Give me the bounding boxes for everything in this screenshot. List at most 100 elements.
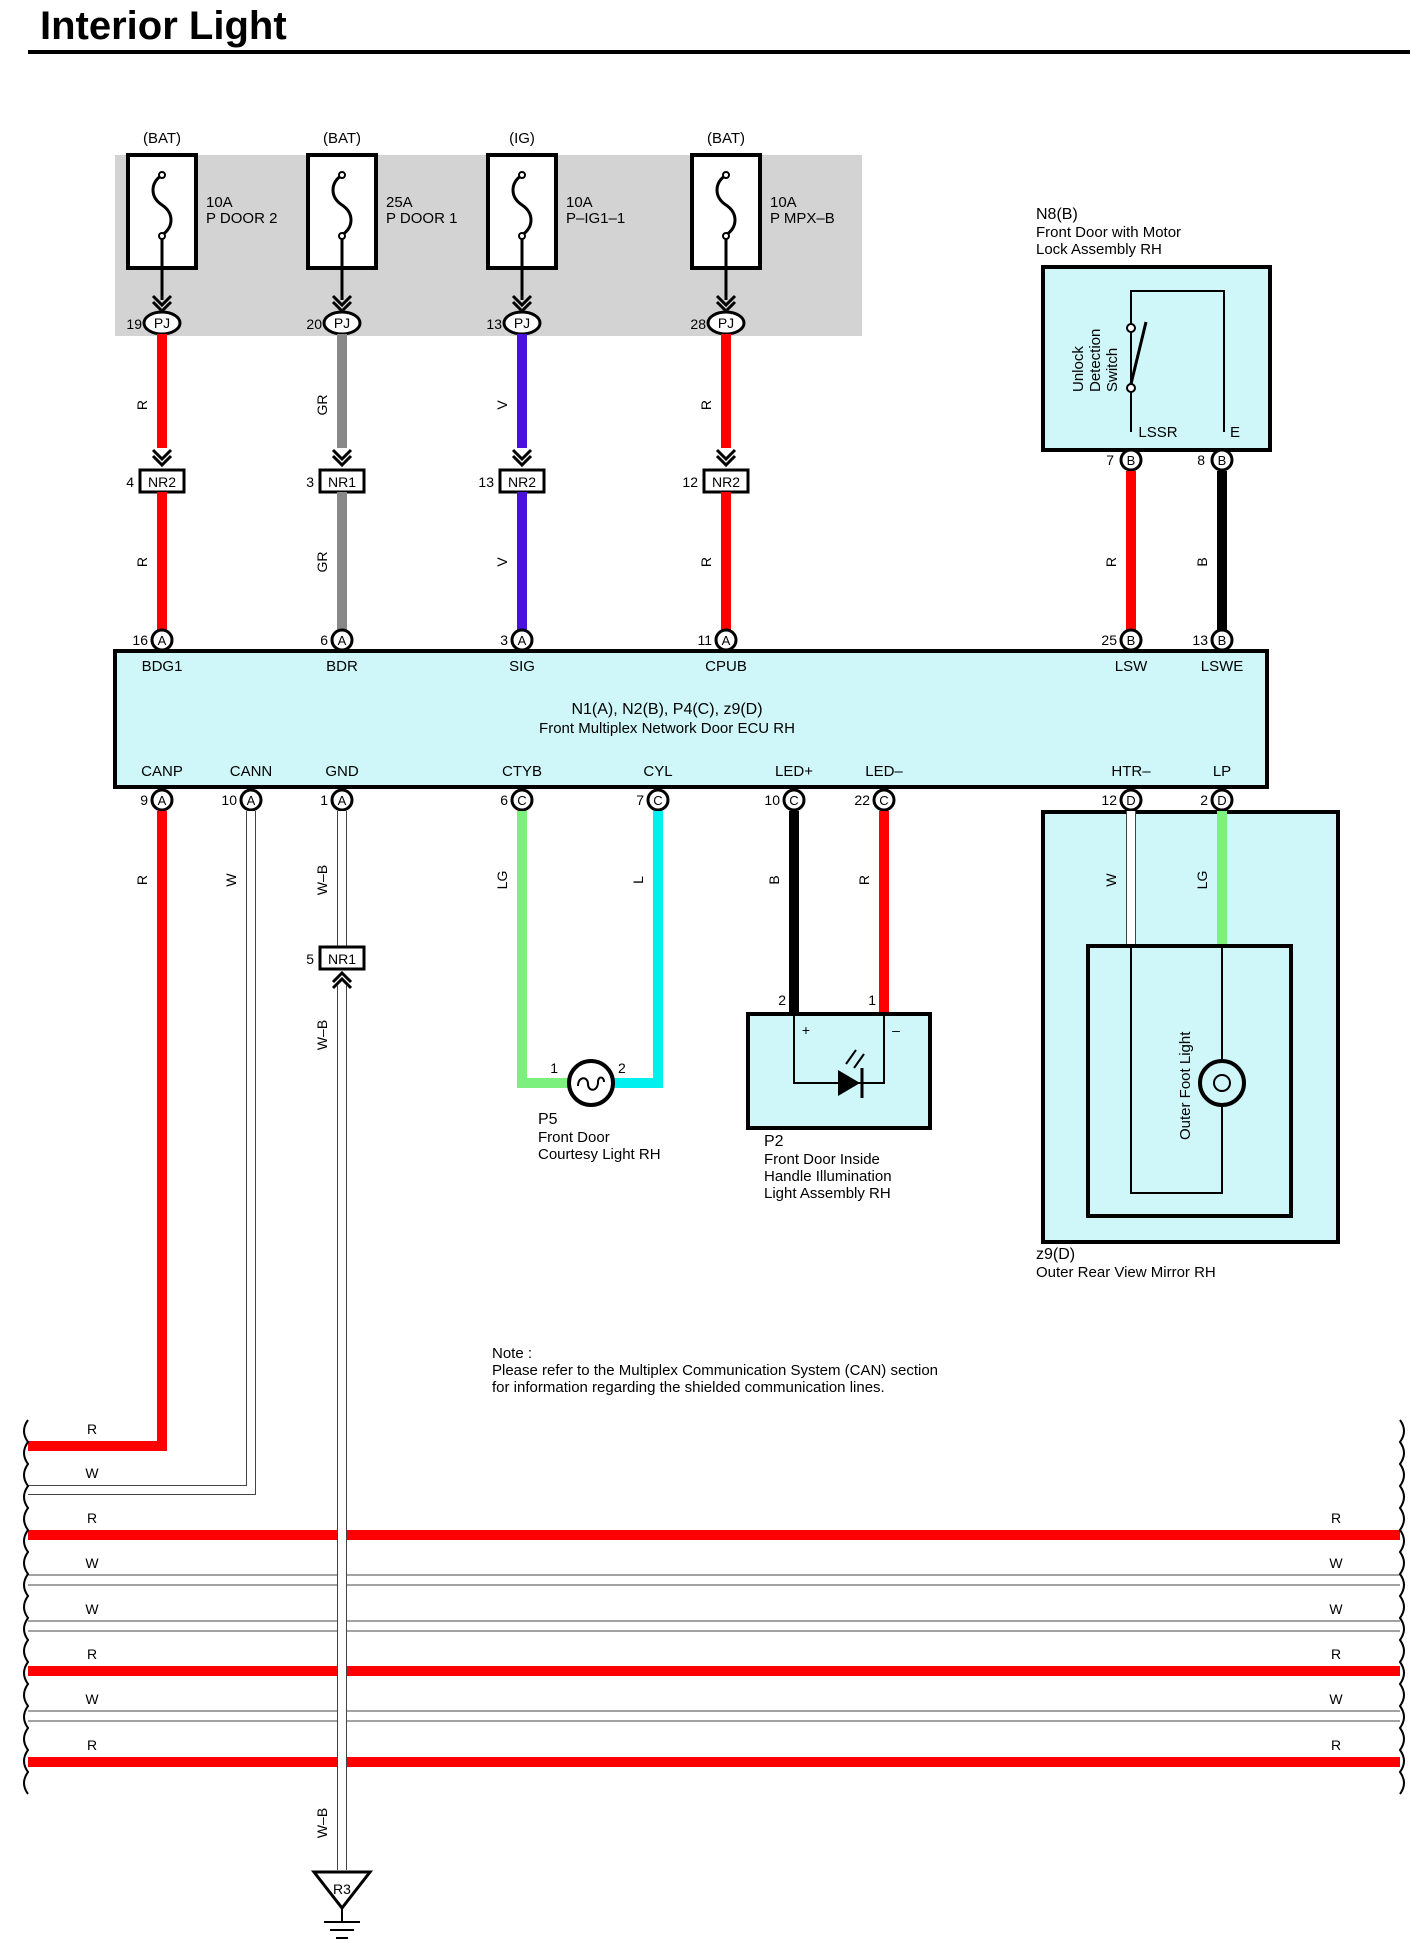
- fuse-1-pin: 19: [126, 316, 142, 332]
- ecu-id: N1(A), N2(B), P4(C), z9(D): [571, 701, 762, 718]
- switch-pin-lssr-circle: [1119, 448, 1143, 472]
- handle-light-name-3: Light Assembly RH: [764, 1185, 891, 1202]
- fuse-3-symbol: [511, 173, 533, 237]
- bus-line-4-right-label: W: [1329, 1555, 1343, 1571]
- handle-light-pin-minus: 1: [868, 992, 876, 1008]
- wire-label-sig_lower: V: [494, 557, 510, 567]
- ecu-bottom-pin-6-letter: C: [789, 793, 798, 808]
- wire-label-gnd-lower: W–B: [314, 1808, 330, 1838]
- ecu-bottom-pin-5-circle: [646, 788, 670, 812]
- wire-canp: [28, 811, 167, 1451]
- ecu-top-pin-3-label: SIG: [509, 658, 535, 675]
- ecu-bottom-pin-8-letter: D: [1126, 793, 1135, 808]
- ecu-bottom-pin-4-circle: [510, 788, 534, 812]
- fuse-4-term-top: [722, 171, 730, 179]
- gnd-junction-pin: 5: [306, 951, 314, 967]
- fuse-3-connector-letter: PJ: [514, 315, 530, 331]
- fuse-2-term-top: [338, 171, 346, 179]
- ecu-top-pin-5-label: LSW: [1115, 658, 1148, 675]
- switch-contact-top: [1126, 323, 1136, 333]
- switch-term-lssr: LSSR: [1138, 424, 1177, 441]
- ecu-bottom-pin-5-label: CYL: [643, 763, 672, 780]
- ecu-top-pin-3-number: 3: [500, 632, 508, 648]
- ecu-bottom-pin-7-circle: [872, 788, 896, 812]
- fuse-4-source: (BAT): [707, 130, 745, 147]
- mirror-name: Outer Rear View Mirror RH: [1036, 1264, 1216, 1281]
- switch-assembly-name-2: Lock Assembly RH: [1036, 241, 1162, 258]
- ecu-bottom-pin-2-number: 10: [221, 792, 237, 808]
- junction-4-arrow-b: [715, 454, 737, 468]
- ecu-bottom-pin-8-number: 12: [1101, 792, 1117, 808]
- wire-label-ledp: B: [766, 875, 782, 884]
- ecu-bottom-pin-9-number: 2: [1200, 792, 1208, 808]
- ecu-bottom-pin-6-number: 10: [764, 792, 780, 808]
- ecu-bottom-pin-5-number: 7: [636, 792, 644, 808]
- mirror-box: [1041, 810, 1340, 1244]
- fuse-4-amp: 10A: [770, 194, 797, 211]
- ecu-top-pin-5-number: 25: [1101, 632, 1117, 648]
- ecu-top-pin-2-number: 6: [320, 632, 328, 648]
- wire-label-bdr_lower: GR: [314, 552, 330, 573]
- bus-line-2-left-label: W: [85, 1465, 99, 1481]
- courtesy-light-bulb: [567, 1059, 615, 1107]
- fuse-2-pin: 20: [306, 316, 322, 332]
- fuse-2-arrow-a: [331, 294, 353, 308]
- fuse-2-name: P DOOR 1: [386, 210, 457, 227]
- ecu-bottom-pin-4-label: CTYB: [502, 763, 542, 780]
- ecu-top-pin-6-number: 13: [1192, 632, 1208, 648]
- ecu-top-pin-4-letter: A: [722, 633, 731, 648]
- ecu-top-pin-3-circle: [510, 628, 534, 652]
- wire-label-lswe: B: [1194, 557, 1210, 566]
- ecu-bottom-pin-5-letter: C: [653, 793, 662, 808]
- ecu-bottom-pin-3-number: 1: [320, 792, 328, 808]
- bus-line-6-left-label: R: [87, 1646, 97, 1662]
- switch-label-1: Unlock: [1070, 346, 1087, 392]
- ecu-bottom-pin-9-letter: D: [1217, 793, 1226, 808]
- wire-label-gnd-mid: W–B: [314, 1020, 330, 1050]
- courtesy-light-pin-2: 2: [618, 1060, 626, 1076]
- handle-light-sign-plus: +: [802, 1022, 810, 1038]
- courtesy-light-name-2: Courtesy Light RH: [538, 1146, 661, 1163]
- fuse-3-arrow-a: [511, 294, 533, 308]
- junction-3-arrow-b: [511, 454, 533, 468]
- switch-assembly-id: N8(B): [1036, 206, 1078, 223]
- fuse-3-term-top: [518, 171, 526, 179]
- note-line-1: Note :: [492, 1345, 532, 1362]
- junction-2-arrow-b: [331, 454, 353, 468]
- ecu-top-pin-4-number: 11: [697, 632, 712, 648]
- ecu-top-pin-2-label: BDR: [326, 658, 358, 675]
- handle-light-name-2: Handle Illumination: [764, 1168, 892, 1185]
- bus-line-7-left-label: W: [85, 1691, 99, 1707]
- handle-light-id: P2: [764, 1133, 784, 1150]
- fuse-4-pin: 28: [690, 316, 706, 332]
- ecu-top-pin-1-label: BDG1: [142, 658, 183, 675]
- ecu-bottom-pin-1-label: CANP: [141, 763, 183, 780]
- junction-3-pin: 13: [478, 474, 494, 490]
- fuse-2-connector-letter: PJ: [334, 315, 350, 331]
- switch-blade: [1129, 321, 1148, 385]
- fuse-3-amp: 10A: [566, 194, 593, 211]
- ecu-top-pin-1-circle: [150, 628, 174, 652]
- courtesy-light-pin-1: 1: [550, 1060, 558, 1076]
- ecu-top-pin-5-circle: [1119, 628, 1143, 652]
- handle-light-pin-plus: 2: [778, 992, 786, 1008]
- outer-foot-light-bulb: [1198, 1059, 1246, 1107]
- wire-label-htr: W: [1103, 873, 1119, 887]
- wire-label-cann: W: [223, 873, 239, 887]
- fuse-3-name: P–IG1–1: [566, 210, 625, 227]
- bus-line-5-left-label: W: [85, 1601, 99, 1617]
- ecu-top-pin-3-letter: A: [518, 633, 527, 648]
- handle-light-sign-minus: –: [892, 1022, 900, 1038]
- ground-label: R3: [333, 1881, 351, 1897]
- wire-label-canp: R: [134, 875, 150, 885]
- ground-triangle: [310, 1870, 374, 1911]
- bus-line-4-left-label: W: [85, 1555, 99, 1571]
- junction-3-arrow-a: [511, 448, 533, 462]
- wire-cann-outline: [28, 811, 256, 1495]
- switch-pin-e-letter: B: [1218, 453, 1227, 468]
- fuse-1-term-top: [158, 171, 166, 179]
- ecu-top-pin-6-letter: B: [1218, 633, 1227, 648]
- gnd-junction-label: NR1: [328, 951, 356, 967]
- ecu-bottom-pin-2-circle: [239, 788, 263, 812]
- ecu-bottom-pin-3-label: GND: [325, 763, 359, 780]
